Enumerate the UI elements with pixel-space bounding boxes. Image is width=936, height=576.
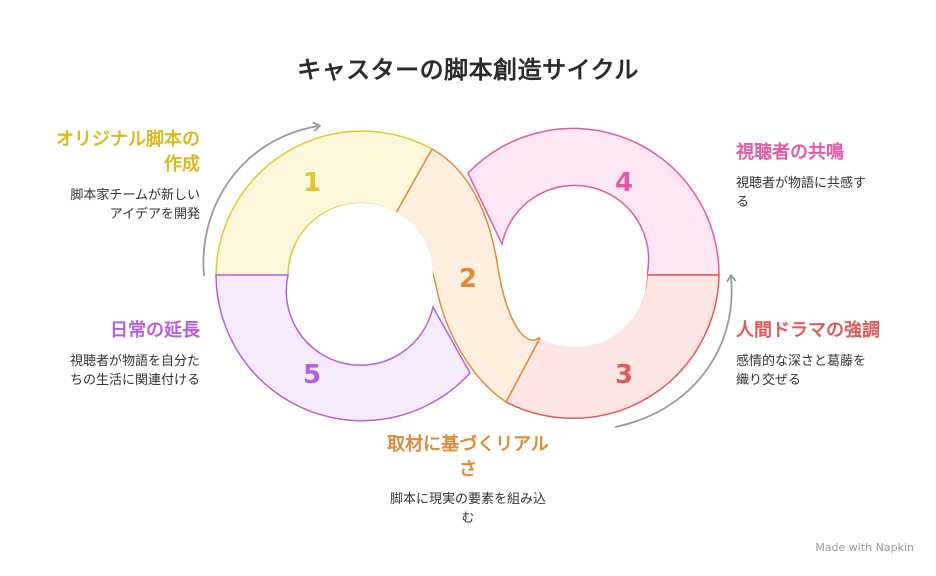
step-title-5: 日常の延長 [110, 320, 200, 341]
right-ring-hole [503, 203, 647, 347]
watermark-text: Made with Napkin [815, 541, 914, 554]
page-title: キャスターの脚本創造サイクル [297, 56, 639, 84]
step-title-4: 視聴者の共鳴 [736, 142, 844, 163]
step-desc-2: 脚本に現実の要素を組み込 む [389, 492, 546, 526]
step-number-4: 4 [615, 168, 633, 198]
left-ring-hole [289, 203, 433, 347]
step-desc-4: 視聴者が物語に共感す る [736, 176, 867, 210]
segment-5 [215, 274, 471, 422]
step-title-3: 人間ドラマの強調 [736, 320, 880, 341]
segment-1 [215, 130, 434, 276]
step-desc-5: 視聴者が物語を自分た ちの生活に関連付ける [69, 354, 200, 388]
step-number-5: 5 [303, 360, 321, 390]
step-title-2: 取材に基づくリアル さ [387, 434, 549, 480]
step-title-1: オリジナル脚本の 作成 [56, 129, 200, 175]
segment-4 [467, 127, 720, 276]
step-number-1: 1 [303, 168, 321, 198]
step-desc-3: 感情的な深さと葛藤を 織り交ぜる [736, 354, 867, 388]
cycle-arrow-bottom-right [614, 274, 737, 428]
watermark: Made with Napkin [815, 541, 914, 554]
step-desc-1: 脚本家チームが新しい アイデアを開発 [70, 188, 200, 222]
cycle-arrow-top-left [202, 121, 321, 277]
step-number-3: 3 [615, 360, 633, 390]
step-number-2: 2 [459, 264, 477, 294]
